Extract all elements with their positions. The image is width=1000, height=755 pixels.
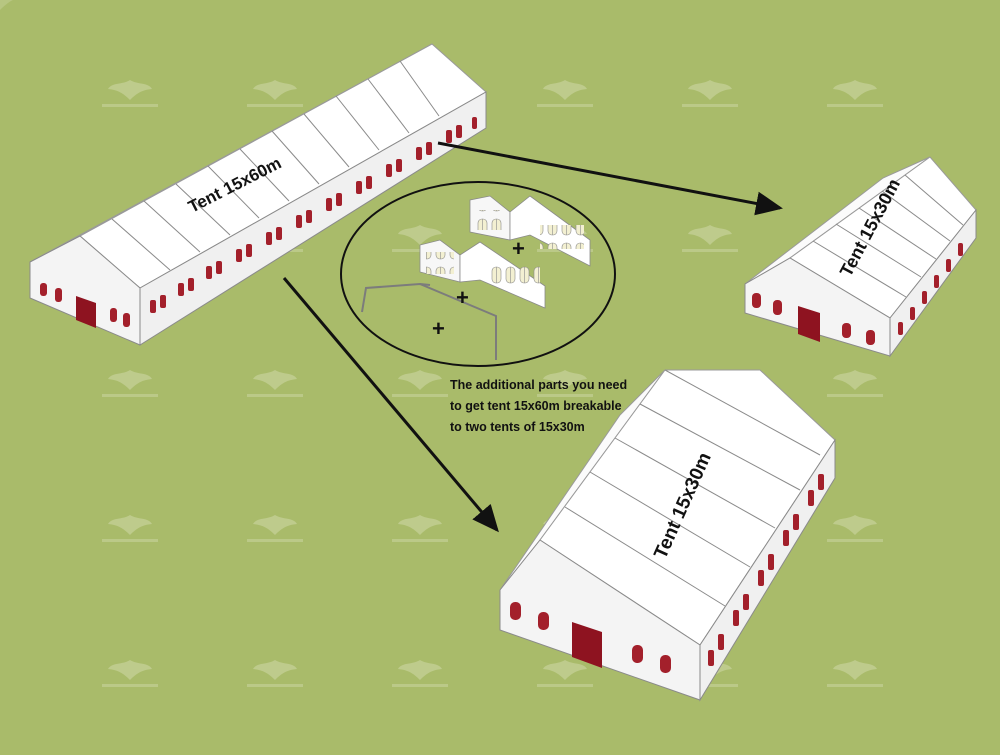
watermark-text-mark <box>247 539 303 542</box>
arrow-to-right-tent <box>437 141 783 216</box>
part-gable-wall-2 <box>419 239 546 309</box>
watermark-layer <box>0 0 14 10</box>
watermark-logo <box>398 515 442 535</box>
watermark-text-mark <box>102 394 158 397</box>
arrow-to-bottom-tent <box>282 277 499 533</box>
watermark-logo <box>833 660 877 680</box>
watermark-text-mark <box>247 104 303 107</box>
watermark-logo <box>543 370 587 390</box>
tent-15x30-right: Tent 15x30m <box>744 156 977 358</box>
plus-sign-3: + <box>432 316 445 341</box>
plus-sign-2: + <box>456 285 469 310</box>
watermark-text-mark <box>682 684 738 687</box>
watermark-logo <box>108 660 152 680</box>
additional-parts-group: + + + <box>340 181 616 367</box>
watermark-logo <box>253 515 297 535</box>
watermark-logo <box>108 370 152 390</box>
watermark-text-mark <box>392 684 448 687</box>
watermark-logo <box>108 80 152 100</box>
watermark-logo <box>108 515 152 535</box>
additional-parts-note: The additional parts you need to get ten… <box>450 375 627 438</box>
watermark-logo <box>833 370 877 390</box>
watermark-logo <box>398 660 442 680</box>
watermark-text-mark <box>537 684 593 687</box>
part-frame-gable <box>361 282 497 360</box>
watermark-text-mark <box>827 684 883 687</box>
tent-15x30-bottom: Tent 15x30m <box>499 369 836 702</box>
watermark-text-mark <box>682 249 738 252</box>
watermark-logo <box>253 80 297 100</box>
watermark-text-mark <box>247 394 303 397</box>
watermark-text-mark <box>102 104 158 107</box>
watermark-logo <box>253 660 297 680</box>
watermark-logo <box>833 515 877 535</box>
note-line-1: The additional parts you need <box>450 378 628 392</box>
watermark-logo <box>688 80 732 100</box>
note-line-3: to two tents of 15x30m <box>450 420 585 434</box>
watermark-logo <box>253 370 297 390</box>
watermark-logo <box>543 660 587 680</box>
watermark-text-mark <box>537 104 593 107</box>
watermark-text-mark <box>102 539 158 542</box>
watermark-text-mark <box>682 104 738 107</box>
plus-sign-1: + <box>512 236 525 261</box>
watermark-text-mark <box>827 539 883 542</box>
watermark-logo <box>688 225 732 245</box>
watermark-text-mark <box>827 394 883 397</box>
watermark-logo <box>543 80 587 100</box>
note-line-2: to get tent 15x60m breakable <box>450 399 622 413</box>
watermark-logo <box>398 370 442 390</box>
watermark-text-mark <box>827 104 883 107</box>
watermark-text-mark <box>392 394 448 397</box>
parts-ellipse <box>340 181 616 367</box>
watermark-text-mark <box>392 539 448 542</box>
watermark-logo <box>398 225 442 245</box>
tent-15x60-large: Tent 15x60m <box>29 43 487 346</box>
part-gable-wall-1 <box>469 195 591 267</box>
watermark-logo <box>833 80 877 100</box>
watermark-text-mark <box>537 394 593 397</box>
watermark-text-mark <box>102 684 158 687</box>
watermark-text-mark <box>247 684 303 687</box>
